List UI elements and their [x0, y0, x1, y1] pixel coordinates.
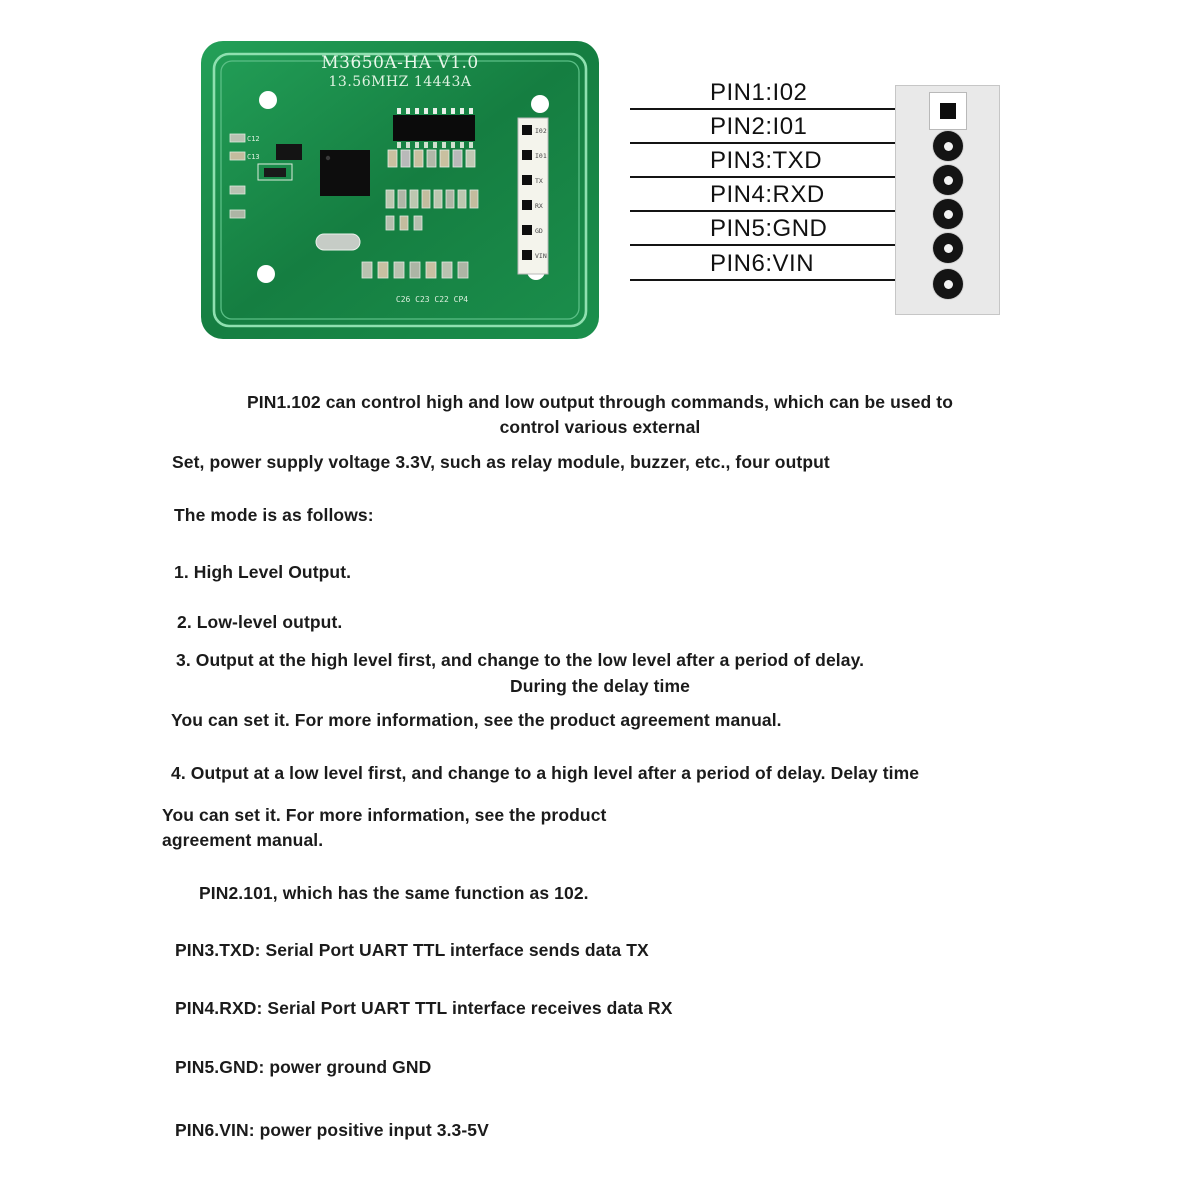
connector-pin4-icon [933, 199, 963, 229]
desc-line-9: You can set it. For more information, se… [171, 710, 782, 730]
desc-line-12: agreement manual. [162, 830, 324, 850]
silkscreen-c13: C13 [247, 153, 260, 161]
header-label-6: VIN [535, 252, 547, 260]
connector-pin1-icon [929, 92, 967, 130]
desc-line-7: 3. Output at the high level first, and c… [176, 650, 865, 670]
pcb-board-image: M3650A-HA V1.0 13.56MHZ 14443A [201, 41, 599, 339]
desc-line-1: PIN1.102 can control high and low output… [246, 392, 953, 412]
pin-callout-6: PIN6:VIN [630, 245, 917, 281]
desc-line-5: 1. High Level Output. [174, 562, 352, 582]
header-label-2: I01 [535, 152, 547, 160]
pin-label-4: PIN4:RXD [710, 181, 825, 208]
connector-pin2-icon [933, 131, 963, 161]
antenna-trace [212, 52, 588, 328]
header-label-4: RX [535, 202, 543, 210]
desc-line-6: 2. Low-level output. [177, 612, 343, 632]
pin2-hole [943, 141, 953, 151]
silkscreen-bottom: C26 C23 C22 CP4 [396, 295, 468, 304]
header-label-3: TX [535, 177, 543, 185]
pin4-hole [943, 209, 953, 219]
pin-label-2: PIN2:I01 [710, 113, 808, 140]
desc-line-15: PIN4.RXD: Serial Port UART TTL interface… [175, 998, 673, 1018]
pin-callout-5: PIN5:GND [630, 210, 917, 246]
pin-callout-4: PIN4:RXD [630, 176, 917, 212]
desc-line-14: PIN3.TXD: Serial Port UART TTL interface… [175, 940, 649, 960]
desc-line-3: Set, power supply voltage 3.3V, such as … [172, 452, 830, 472]
connector-pin6-icon [933, 269, 963, 299]
pin-label-1: PIN1:I02 [710, 79, 808, 106]
pcb-title: M3650A-HA V1.0 [321, 53, 479, 73]
pin-callout-3: PIN3:TXD [630, 142, 917, 178]
pcb-subtitle: 13.56MHZ 14443A [329, 74, 472, 90]
header-label-1: I02 [535, 127, 547, 135]
pin-label-6: PIN6:VIN [710, 250, 815, 277]
desc-line-2: control various external [499, 417, 701, 437]
desc-line-10: 4. Output at a low level first, and chan… [171, 763, 920, 783]
header-label-5: GD [535, 227, 543, 235]
desc-line-13: PIN2.101, which has the same function as… [199, 883, 589, 903]
pin-callout-2: PIN2:I01 [630, 108, 917, 144]
pin5-hole [943, 243, 953, 253]
silkscreen-c12: C12 [247, 135, 260, 143]
connector-pin3-icon [933, 165, 963, 195]
pin6-hole [943, 279, 953, 289]
desc-line-8: During the delay time [509, 676, 691, 696]
pin1-pad [940, 103, 956, 119]
pin-label-3: PIN3:TXD [710, 147, 823, 174]
connector-diagram [895, 85, 1000, 315]
connector-pin5-icon [933, 233, 963, 263]
pcb-components: C12 C13 C26 C23 C22 CP4 [229, 108, 479, 304]
pcb-pin-header: I02 I01 TX RX GD VIN [517, 117, 549, 275]
pin-callout-1: PIN1:I02 [630, 74, 917, 110]
pin3-hole [943, 175, 953, 185]
desc-line-11: You can set it. For more information, se… [162, 805, 607, 825]
pin-label-5: PIN5:GND [710, 215, 828, 242]
desc-line-16: PIN5.GND: power ground GND [175, 1057, 432, 1077]
desc-line-17: PIN6.VIN: power positive input 3.3-5V [175, 1120, 489, 1140]
desc-line-4: The mode is as follows: [174, 505, 374, 525]
